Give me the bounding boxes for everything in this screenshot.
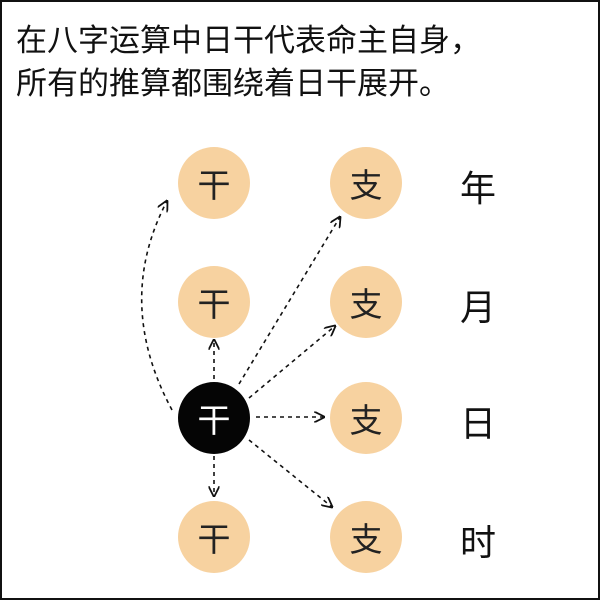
- hour-pillar-label: 时: [459, 523, 496, 564]
- arrow-to-year-branch: [238, 217, 340, 385]
- day-pillar-label: 日: [459, 404, 496, 445]
- month-branch-node: 支: [330, 266, 402, 338]
- month-stem-node: 干: [178, 266, 250, 338]
- caption-line-2: 所有的推算都围绕着日干展开。: [16, 66, 450, 102]
- day-branch-node: 支: [330, 382, 402, 454]
- year-pillar-label: 年: [459, 169, 496, 210]
- month-pillar-label: 月: [459, 288, 496, 329]
- arrow-to-year-stem: [140, 201, 173, 411]
- hour-stem-node: 干: [178, 501, 250, 573]
- year-branch-node: 支: [330, 147, 402, 219]
- arrow-to-month-branch: [248, 326, 335, 399]
- hour-branch-node: 支: [330, 501, 402, 573]
- year-stem-node: 干: [178, 147, 250, 219]
- day-stem-node: 干: [178, 382, 250, 454]
- caption-line-1: 在八字运算中日干代表命主自身，: [16, 23, 481, 59]
- caption: 在八字运算中日干代表命主自身， 所有的推算都围绕着日干展开。: [16, 20, 588, 106]
- arrow-to-hour-branch: [248, 439, 332, 507]
